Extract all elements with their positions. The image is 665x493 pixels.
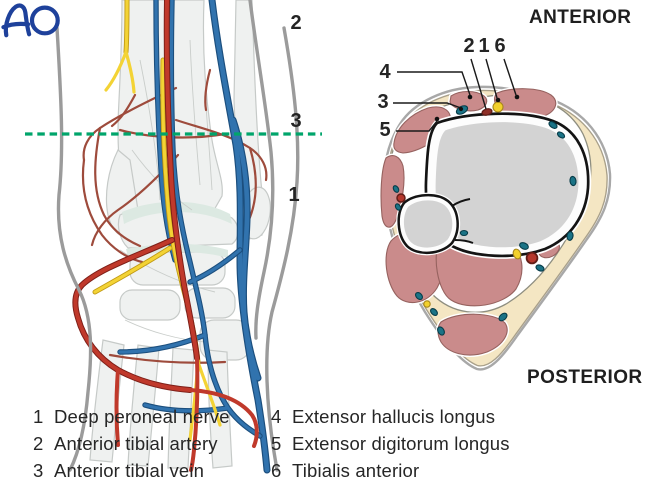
nerves-yellow xyxy=(423,101,522,308)
legend-num: 1 xyxy=(33,406,44,427)
legend-num: 6 xyxy=(271,460,282,481)
anterior-tibial-artery xyxy=(481,108,493,116)
callout-2: 2 xyxy=(463,35,475,57)
legend-left-column: 1 Deep peroneal nerve 2 Anterior tibial … xyxy=(33,403,230,484)
callout-dots xyxy=(434,94,520,122)
fibula-bone xyxy=(396,192,474,256)
skin-outline xyxy=(55,0,300,472)
posterior-label: POSTERIOR xyxy=(527,367,643,388)
legend-label: Tibialis anterior xyxy=(292,460,420,481)
callout-4: 4 xyxy=(379,61,391,83)
legend-label: Extensor hallucis longus xyxy=(292,406,496,427)
legend-item-1: 1 Deep peroneal nerve xyxy=(33,403,230,430)
left-marker-2: 2 xyxy=(290,12,302,34)
legend-item-6: 6 Tibialis anterior xyxy=(271,457,510,484)
legend-num: 4 xyxy=(271,406,282,427)
deep-peroneal-nerve xyxy=(492,101,504,113)
left-marker-1: 1 xyxy=(288,184,300,206)
callout-6: 6 xyxy=(494,35,506,57)
legend-label: Extensor digitorum longus xyxy=(292,433,510,454)
legend-num: 5 xyxy=(271,433,282,454)
callout-lines xyxy=(393,58,517,132)
callout-1: 1 xyxy=(478,35,490,57)
tibia-bone xyxy=(422,110,592,259)
callout-3: 3 xyxy=(377,91,389,113)
legend-label: Anterior tibial artery xyxy=(54,433,218,454)
cross-section-view xyxy=(379,58,612,371)
legend-item-2: 2 Anterior tibial artery xyxy=(33,430,230,457)
ankle-anterior-view xyxy=(25,0,322,474)
legend-right-column: 4 Extensor hallucis longus 5 Extensor di… xyxy=(271,403,510,484)
callout-5: 5 xyxy=(379,119,391,141)
legend-item-3: 3 Anterior tibial vein xyxy=(33,457,230,484)
vessels xyxy=(392,101,577,336)
legend-item-5: 5 Extensor digitorum longus xyxy=(271,430,510,457)
veins xyxy=(117,0,271,474)
ao-logo: AO xyxy=(1,3,60,38)
legend-num: 2 xyxy=(33,433,44,454)
main-artery xyxy=(72,0,259,472)
legend-label: Deep peroneal nerve xyxy=(54,406,230,427)
legend-item-4: 4 Extensor hallucis longus xyxy=(271,403,510,430)
left-marker-3: 3 xyxy=(290,110,302,132)
legend-label: Anterior tibial vein xyxy=(54,460,205,481)
veins-teal xyxy=(392,105,577,336)
legend-num: 3 xyxy=(33,460,44,481)
anterior-label: ANTERIOR xyxy=(529,7,632,28)
arteries-red xyxy=(396,108,539,265)
